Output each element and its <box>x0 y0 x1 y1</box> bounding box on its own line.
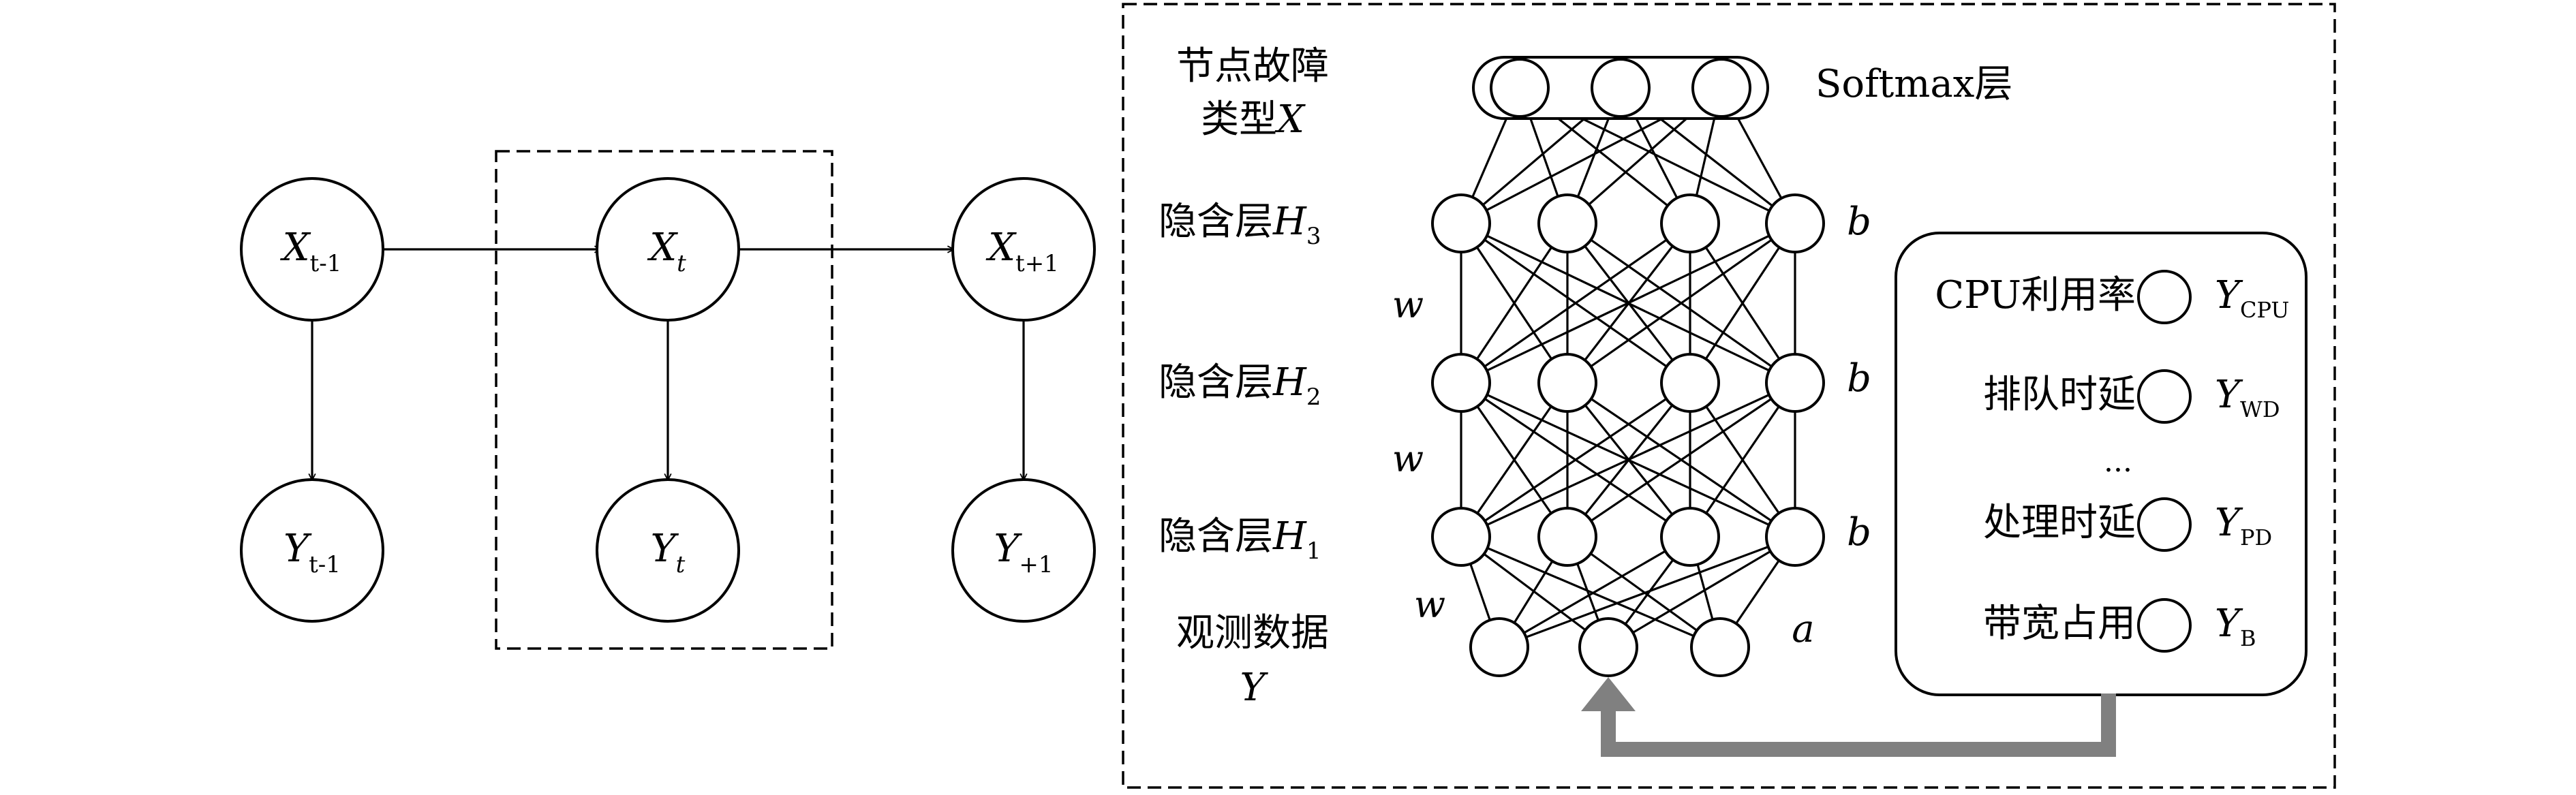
node-y-prev: Yt-1 <box>240 478 384 623</box>
hidden-h2-node <box>1660 353 1720 413</box>
hidden-h1-node <box>1537 507 1597 567</box>
svg-text:Y+1: Y+1 <box>994 527 1053 578</box>
observation-node <box>2137 369 2192 424</box>
node-x-next: Xt+1 <box>951 177 1096 322</box>
network-edge <box>1460 381 1796 538</box>
observation-item-wd: 排队时延 YWD <box>1983 369 2280 424</box>
hidden-layer-3-label: 隐含层H3 <box>1159 200 1321 250</box>
node-y-next: Y+1 <box>951 478 1096 623</box>
observation-var: YB <box>2215 602 2256 651</box>
hidden-h2-node <box>1431 353 1491 413</box>
network-edge <box>1460 535 1721 649</box>
network-nodes <box>1431 58 1825 677</box>
hidden-layer-2-label: 隐含层H2 <box>1159 360 1321 411</box>
temporal-chain: Xt-1 Xt Xt+1 Yt-1 Yt Y+1 <box>240 150 1096 650</box>
network-edge <box>1567 535 1721 649</box>
observation-item-b: 带宽占用 YB <box>1983 598 2256 653</box>
network-edge <box>1689 382 1796 537</box>
node-x-cur: Xt <box>596 177 740 322</box>
svg-text:Xt-1: Xt-1 <box>280 225 342 277</box>
weight-label-h3-h2: w <box>1392 283 1424 326</box>
network-edge <box>1460 382 1569 537</box>
hidden-h2-node <box>1537 353 1597 413</box>
detail-box <box>1122 3 2336 789</box>
observation-node <box>2137 497 2192 552</box>
network-edge <box>1567 381 1796 538</box>
node-x-prev: Xt-1 <box>240 177 384 322</box>
observation-var: YCPU <box>2215 273 2289 323</box>
network-edge <box>1567 222 1796 384</box>
hidden-h3-node <box>1431 193 1491 253</box>
visible-node <box>1578 617 1638 677</box>
observation-node <box>2137 598 2192 653</box>
network-edge <box>1499 535 1691 649</box>
network-edge <box>1689 223 1796 384</box>
hidden-layer-1-label: 隐含层H1 <box>1159 514 1321 565</box>
bias-label-visible: a <box>1792 607 1814 651</box>
hidden-h1-node <box>1660 507 1720 567</box>
observation-ellipsis: ... <box>2104 444 2132 479</box>
softmax-node <box>1490 58 1550 118</box>
feedback-arrow <box>1581 677 2116 757</box>
softmax-node <box>1691 58 1751 118</box>
observation-label: CPU利用率 <box>1935 273 2136 317</box>
network-edge <box>1460 222 1796 384</box>
softmax-node <box>1591 58 1651 118</box>
observed-data-label-line2: Y <box>1240 666 1269 710</box>
svg-text:Xt: Xt <box>647 225 686 277</box>
bias-label-h2: b <box>1847 356 1871 401</box>
network-edge <box>1460 223 1569 384</box>
fault-type-label-line1: 节点故障 <box>1176 44 1329 89</box>
hidden-h2-node <box>1765 353 1825 413</box>
hidden-h3-node <box>1537 193 1597 253</box>
softmax-layer-label: Softmax层 <box>1815 62 2012 106</box>
network-edge <box>1460 535 1609 649</box>
network-edges <box>1460 87 1796 649</box>
observation-node <box>2137 270 2192 324</box>
observed-data-label-line1: 观测数据 <box>1176 611 1329 655</box>
network-edge <box>1460 222 1691 384</box>
observation-label: 带宽占用 <box>1983 602 2136 646</box>
observation-label: 排队时延 <box>1983 373 2136 417</box>
observation-item-cpu: CPU利用率 YCPU <box>1935 270 2289 324</box>
hidden-h1-node <box>1431 507 1491 567</box>
network-edge <box>1499 535 1796 649</box>
deep-network-panel: 节点故障 类型X 隐含层H3 隐含层H2 隐含层H1 观测数据 Y w w w … <box>1122 3 2336 789</box>
visible-node <box>1690 617 1750 677</box>
weight-label-h2-h1: w <box>1392 437 1424 480</box>
time-slice-box <box>495 150 833 650</box>
weight-label-h1-v: w <box>1414 583 1445 626</box>
network-edge <box>1608 535 1796 649</box>
observation-var: YPD <box>2215 501 2272 550</box>
hidden-h3-node <box>1660 193 1720 253</box>
bias-label-h3: b <box>1847 200 1871 244</box>
hidden-h1-node <box>1765 507 1825 567</box>
svg-text:Yt-1: Yt-1 <box>283 527 341 578</box>
hidden-h3-node <box>1765 193 1825 253</box>
fault-type-label-line2: 类型X <box>1201 97 1306 142</box>
svg-text:Xt+1: Xt+1 <box>985 225 1059 277</box>
svg-text:Yt: Yt <box>651 527 686 578</box>
node-y-cur: Yt <box>596 478 740 623</box>
observation-var: YWD <box>2215 373 2280 422</box>
network-edge <box>1460 381 1691 538</box>
visible-node <box>1469 617 1529 677</box>
observation-label: 处理时延 <box>1983 501 2136 545</box>
observation-item-pd: 处理时延 YPD <box>1983 497 2272 552</box>
bias-label-h1: b <box>1847 510 1871 555</box>
